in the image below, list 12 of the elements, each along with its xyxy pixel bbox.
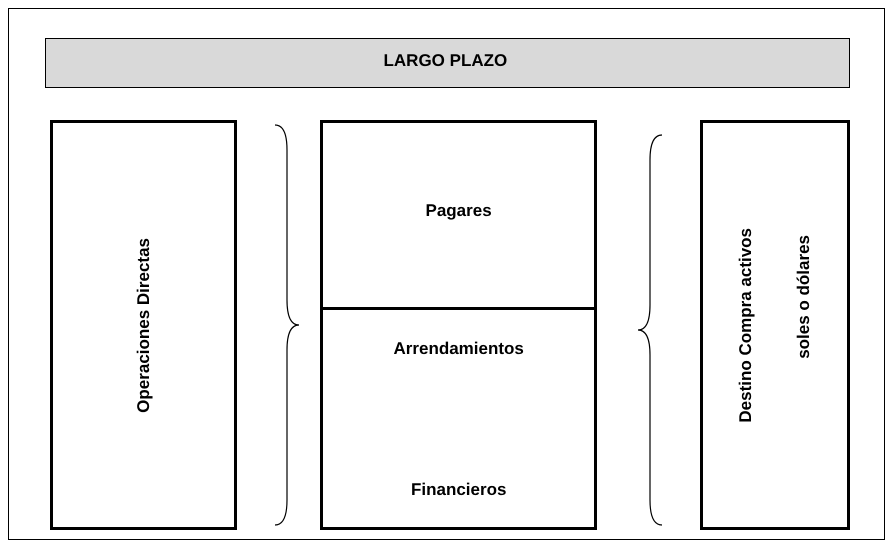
category-box: [50, 120, 237, 530]
category-box: [320, 307, 597, 530]
category-box: [700, 120, 850, 530]
label: LARGO PLAZO: [384, 51, 508, 71]
label: Financieros: [411, 480, 506, 500]
label: Arrendamientos: [394, 339, 524, 360]
label: Pagares: [426, 201, 492, 222]
category-box: [320, 120, 597, 310]
vertical-label: Operaciones Directas: [134, 238, 154, 412]
vertical-label: soles o dólares: [794, 234, 814, 358]
header-band: [45, 38, 850, 88]
vertical-label: Destino Compra activos: [736, 228, 756, 422]
